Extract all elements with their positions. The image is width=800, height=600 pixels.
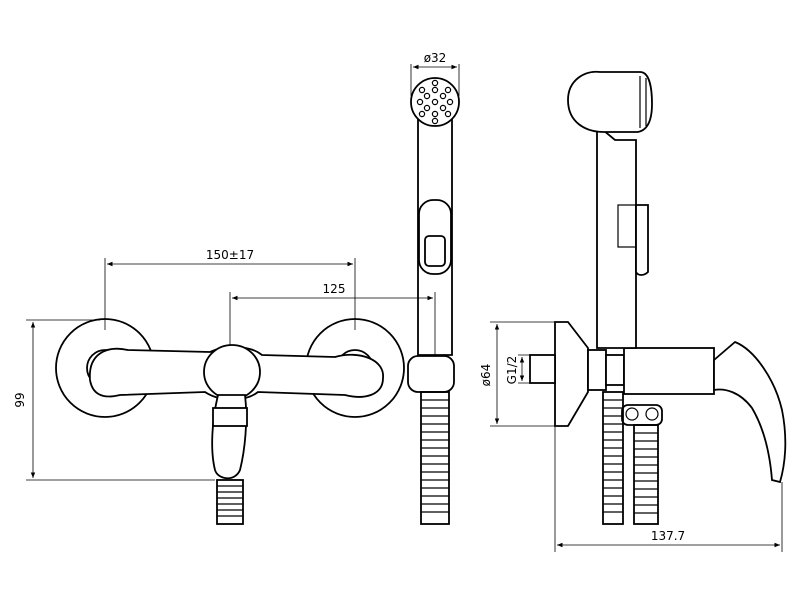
side-lever <box>713 340 787 484</box>
thread-stub <box>529 354 556 384</box>
front-dimensions: 150±17 125 99 ø32 <box>13 51 460 481</box>
side-hose-right <box>633 424 659 525</box>
side-view <box>529 70 787 525</box>
flange-diameter-label: ø64 <box>479 364 493 387</box>
side-handset-head <box>567 70 653 133</box>
trigger-front <box>418 199 452 275</box>
side-valve-body <box>623 347 715 395</box>
side-nut-2 <box>605 354 625 386</box>
side-outlet <box>621 404 663 426</box>
side-handset-stem <box>596 123 637 349</box>
side-trigger <box>635 204 649 276</box>
front-long-hose <box>420 391 450 525</box>
side-wall-flange <box>554 321 589 427</box>
spacing-label: 150±17 <box>206 248 254 262</box>
front-view <box>55 77 460 525</box>
lever-handle-disc <box>203 344 261 400</box>
side-hose-left <box>602 391 624 525</box>
side-nut-1 <box>587 349 607 391</box>
trigger-inner <box>424 235 446 267</box>
thread-label: G1/2 <box>505 356 519 385</box>
spray-holes <box>416 79 454 125</box>
side-dimensions: ø64 G1/2 137.7 <box>479 321 783 552</box>
depth-label: 137.7 <box>651 529 685 543</box>
front-short-hose <box>216 479 244 525</box>
head-diameter-label: ø32 <box>424 51 447 65</box>
hose-connector <box>407 355 455 393</box>
shower-head-front <box>410 77 460 127</box>
center-to-hose-label: 125 <box>323 282 346 296</box>
outlet-nut <box>212 407 248 427</box>
height-label: 99 <box>13 392 27 407</box>
